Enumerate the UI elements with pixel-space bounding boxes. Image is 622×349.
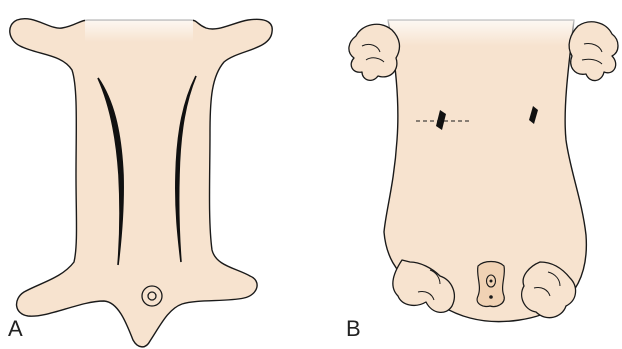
panel-a-skin [10,12,272,347]
panel-label-a: A [8,318,23,340]
genital-dot [490,280,493,283]
panel-label-b: B [346,318,361,340]
fade-overlay-b [384,12,580,46]
perineal-area [477,262,504,307]
panel-b-body [349,12,618,322]
front-right-paw [569,22,618,81]
front-left-paw [349,24,400,80]
anus-inner-ring [148,292,156,300]
fade-overlay [85,12,193,42]
pelt-outline [10,19,272,347]
anal-dot [489,295,493,299]
